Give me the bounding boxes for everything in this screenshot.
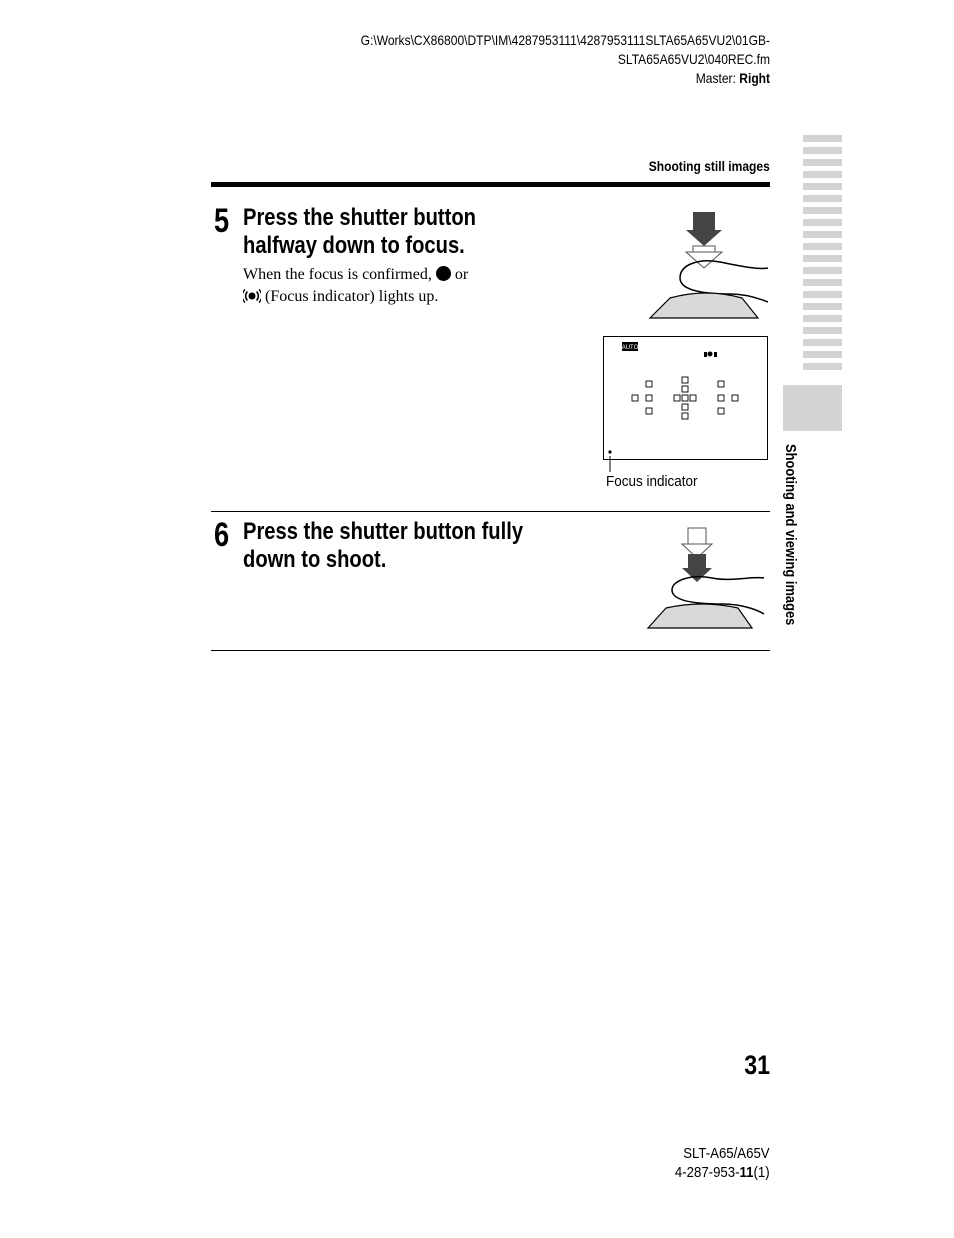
step-5-heading-line1: Press the shutter button	[243, 204, 476, 231]
af-points	[631, 376, 739, 420]
file-path: G:\Works\CX86800\DTP\IM\4287953111\42879…	[361, 31, 770, 88]
model-code-bold: 11	[739, 1164, 754, 1181]
master-line: Master: Right	[361, 69, 770, 88]
mode-badge: AUTO	[622, 345, 639, 351]
step-6-heading-line2: down to shoot.	[243, 546, 387, 573]
step-5-body-part1: When the focus is confirmed,	[243, 266, 432, 283]
side-tab-label-text: Shooting and viewing images	[782, 444, 799, 626]
file-path-line1: G:\Works\CX86800\DTP\IM\4287953111\42879…	[360, 32, 770, 48]
section-title: Shooting still images	[648, 158, 770, 174]
model-info: SLT-A65/A65V 4-287-953-11(1)	[675, 1144, 770, 1182]
section-rule	[211, 182, 770, 187]
model-name: SLT-A65/A65V	[683, 1145, 770, 1162]
finger-press-fully-illustration	[646, 527, 765, 629]
focus-indicator-dot	[608, 450, 612, 454]
side-tab-stripes	[803, 135, 842, 375]
viewfinder-screen: AUTO	[603, 336, 768, 472]
focus-ring-icon	[243, 288, 261, 304]
scene-icon	[704, 351, 717, 357]
side-tab-label: Shooting and viewing images	[782, 444, 799, 655]
finger-press-halfway-illustration	[648, 212, 769, 319]
step-5-number: 5	[214, 202, 230, 240]
side-tab-active-block	[783, 385, 842, 431]
model-code-suffix: (1)	[753, 1164, 770, 1181]
step-5-heading-line2: halfway down to focus.	[243, 232, 465, 259]
step-6-heading-line1: Press the shutter button fully	[243, 518, 524, 545]
section-bottom-rule	[211, 650, 770, 651]
master-label: Master:	[695, 70, 736, 86]
step-6-number: 6	[214, 516, 230, 554]
model-code-prefix: 4-287-953-	[675, 1164, 740, 1181]
step-divider	[211, 511, 770, 512]
page-number: 31	[744, 1050, 770, 1080]
step-5-body-part2: or	[454, 266, 469, 283]
master-value: Right	[739, 70, 770, 86]
focus-indicator-label: Focus indicator	[606, 473, 698, 490]
step-5-body-part3: (Focus indicator) lights up.	[265, 288, 439, 305]
step-6-heading: Press the shutter button fully down to s…	[243, 518, 529, 574]
model-code: 4-287-953-11(1)	[675, 1163, 770, 1182]
focus-dot-icon	[435, 266, 451, 281]
step-5-heading: Press the shutter button halfway down to…	[243, 204, 529, 260]
step-5-body: When the focus is confirmed, or (Focus i…	[243, 264, 543, 308]
file-path-line2: SLTA65A65VU2\040REC.fm	[617, 51, 770, 67]
